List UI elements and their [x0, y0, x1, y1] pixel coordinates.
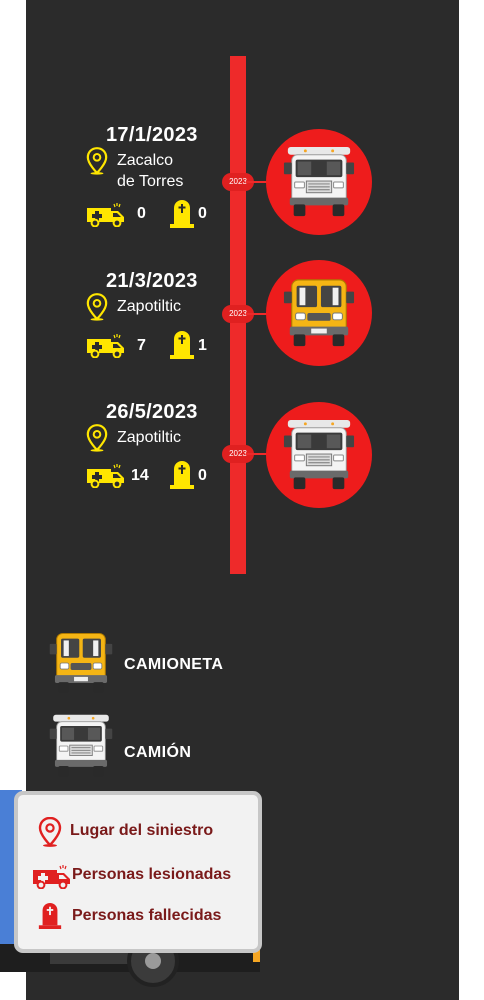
van-legend-label: CAMIONETA	[124, 656, 224, 673]
timeline-connector	[246, 181, 268, 183]
dead-count: 0	[198, 205, 207, 222]
injured-count: 0	[137, 205, 146, 222]
location-pin-icon	[86, 146, 108, 176]
legend-dead-label: Personas fallecidas	[72, 907, 222, 924]
legend-injured-label: Personas lesionadas	[72, 866, 232, 883]
van-icon	[48, 628, 114, 698]
legend-box: Lugar del siniestro Personas lesionadas …	[14, 791, 262, 953]
tombstone-icon	[168, 330, 196, 360]
event-place-line2: de Torres	[117, 173, 184, 190]
dead-count: 0	[198, 467, 207, 484]
tombstone-icon	[168, 460, 196, 490]
location-pin-icon	[86, 292, 108, 322]
ambulance-icon	[86, 334, 126, 358]
vehicle-disc	[266, 260, 372, 366]
truck-icon	[282, 143, 356, 221]
injured-count: 7	[137, 337, 146, 354]
tombstone-icon	[37, 902, 63, 930]
tombstone-icon	[168, 199, 196, 229]
event-date: 17/1/2023	[106, 124, 198, 146]
location-pin-icon	[86, 423, 108, 453]
truck-icon	[48, 710, 114, 782]
timeline-connector	[246, 453, 268, 455]
dead-count: 1	[198, 337, 207, 354]
truck-legend-label: CAMIÓN	[124, 744, 192, 761]
event-place-line1: Zacalco	[117, 152, 174, 169]
vehicle-disc	[266, 129, 372, 235]
location-pin-icon	[38, 817, 62, 847]
ambulance-icon	[32, 865, 72, 889]
vehicle-disc	[266, 402, 372, 508]
timeline-connector	[246, 313, 268, 315]
year-badge: 2023	[222, 305, 254, 323]
year-badge: 2023	[222, 445, 254, 463]
event-place: Zacalco de Torres	[117, 150, 183, 192]
event-place: Zapotiltic	[117, 298, 182, 315]
event-place: Zapotiltic	[117, 429, 182, 446]
event-date: 26/5/2023	[106, 401, 198, 423]
truck-icon	[282, 416, 356, 494]
legend-place-label: Lugar del siniestro	[70, 822, 214, 839]
van-icon	[282, 274, 356, 352]
injured-count: 14	[131, 467, 149, 484]
ambulance-icon	[86, 464, 126, 488]
truck-light	[253, 950, 260, 962]
year-badge: 2023	[222, 173, 254, 191]
ambulance-icon	[86, 203, 126, 227]
event-date: 21/3/2023	[106, 270, 198, 292]
